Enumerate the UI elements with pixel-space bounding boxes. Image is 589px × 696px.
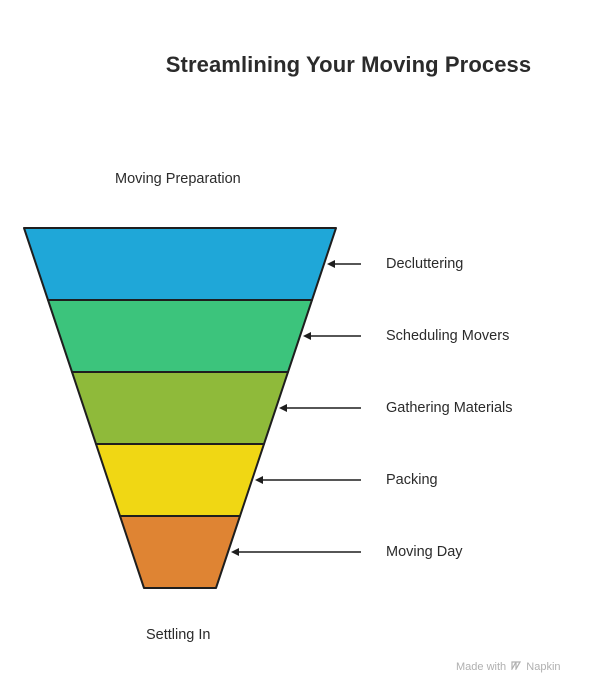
stage-label-2: Scheduling Movers (386, 328, 510, 344)
funnel-layer-2 (47, 299, 313, 373)
watermark-brand: Napkin (526, 661, 561, 673)
napkin-logo-icon (511, 661, 522, 673)
funnel-top-label: Moving Preparation (115, 171, 241, 187)
arrow-left-icon (327, 260, 335, 268)
funnel-layer-4 (95, 443, 265, 517)
stage-label-3: Gathering Materials (386, 400, 513, 416)
watermark: Made with Napkin (456, 661, 561, 673)
arrow-left-icon (303, 332, 311, 340)
stage-label-4: Packing (386, 472, 438, 488)
funnel-layer-3 (71, 371, 289, 445)
arrow-left-icon (255, 476, 263, 484)
funnel-layer-5 (119, 515, 241, 589)
stage-label-1: Decluttering (386, 256, 464, 272)
arrow-left-icon (231, 548, 239, 556)
watermark-prefix: Made with (456, 661, 507, 673)
diagram-title: Streamlining Your Moving Process (165, 52, 532, 77)
arrow-left-icon (279, 404, 287, 412)
funnel-bottom-label: Settling In (146, 627, 211, 643)
stage-label-5: Moving Day (386, 544, 463, 560)
funnel-layer-1 (23, 227, 337, 301)
